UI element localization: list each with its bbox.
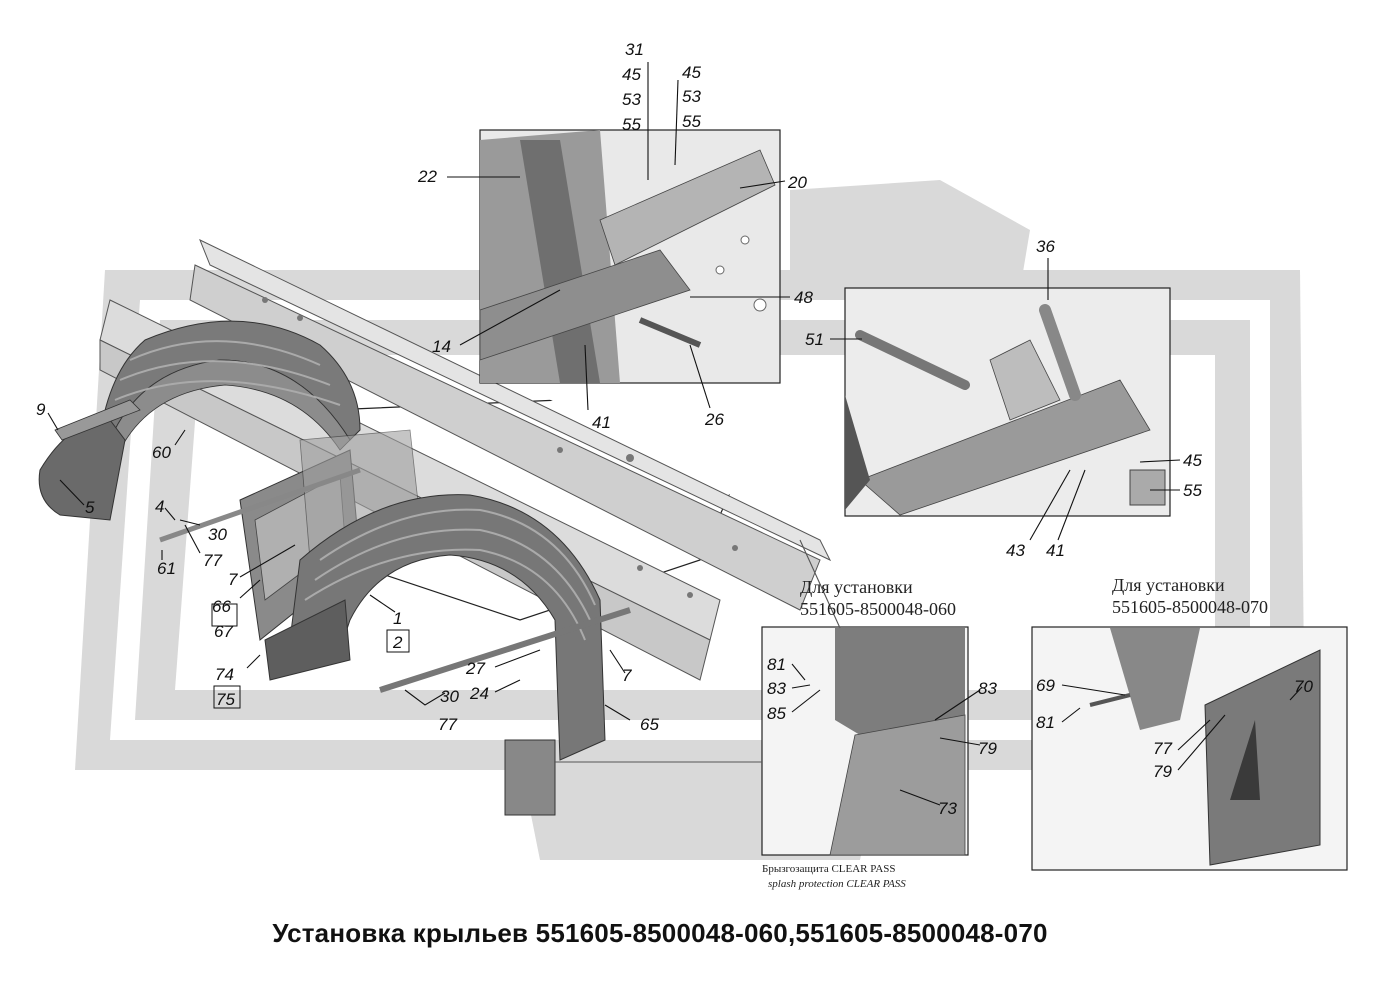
label-69: 69: [1036, 676, 1055, 695]
label-41: 41: [1046, 541, 1065, 560]
label-26: 26: [704, 410, 724, 429]
splash-caption-en: splash protection CLEAR PASS: [768, 878, 906, 890]
label-79: 79: [978, 739, 997, 758]
label-24: 24: [469, 684, 489, 703]
label-67: 67: [214, 622, 233, 641]
label-77: 77: [438, 715, 457, 734]
label-45: 45: [1183, 451, 1202, 470]
inset-left-header: Для установки: [800, 577, 913, 597]
label-79: 79: [1153, 762, 1172, 781]
label-5: 5: [85, 498, 95, 517]
inset-right-code: 551605-8500048-070: [1112, 597, 1268, 617]
label-22: 22: [417, 167, 437, 186]
label-81: 81: [1036, 713, 1055, 732]
label-48: 48: [794, 288, 813, 307]
detail-inset-a: [479, 129, 781, 384]
label-53: 53: [622, 90, 641, 109]
inset-left-code: 551605-8500048-060: [800, 599, 956, 619]
label-36: 36: [1036, 237, 1055, 256]
label-77: 77: [1153, 739, 1172, 758]
page-title: Установка крыльев 551605-8500048-060,551…: [272, 918, 1048, 948]
label-31: 31: [625, 40, 644, 59]
rear-fender: [159, 467, 631, 816]
label-81: 81: [767, 655, 786, 674]
detail-inset-b: [844, 287, 1171, 517]
label-2: 2: [392, 633, 403, 652]
label-9: 9: [36, 400, 46, 419]
label-51: 51: [805, 330, 824, 349]
label-75: 75: [216, 690, 235, 709]
label-1: 1: [393, 609, 402, 628]
label-55: 55: [1183, 481, 1202, 500]
label-boxes: [211, 603, 410, 709]
label-60: 60: [152, 443, 171, 462]
label-30: 30: [440, 687, 459, 706]
label-45: 45: [622, 65, 641, 84]
inset-right-header: Для установки: [1112, 575, 1225, 595]
label-27: 27: [465, 659, 485, 678]
label-85: 85: [767, 704, 786, 723]
detail-inset-d: [1031, 626, 1348, 871]
detail-inset-c: [761, 626, 969, 856]
label-83: 83: [767, 679, 786, 698]
callout-labels: 31 45 53 55 45 53 55 22 20 48 14 41 26 3…: [36, 40, 1313, 818]
label-70: 70: [1294, 677, 1313, 696]
label-55: 55: [622, 115, 641, 134]
splash-caption-ru: Брызгозащита CLEAR PASS: [762, 863, 896, 875]
label-41: 41: [592, 413, 611, 432]
label-55: 55: [682, 112, 701, 131]
label-83: 83: [978, 679, 997, 698]
label-74: 74: [215, 665, 234, 684]
label-4: 4: [155, 497, 164, 516]
label-65: 65: [640, 715, 659, 734]
label-53: 53: [682, 87, 701, 106]
label-77: 77: [203, 551, 222, 570]
leader-lines: [47, 62, 1303, 806]
label-14: 14: [432, 337, 451, 356]
label-61: 61: [157, 559, 176, 578]
label-30: 30: [208, 525, 227, 544]
inset-notes: Для установки 551605-8500048-060 Для уст…: [762, 575, 1268, 890]
label-73: 73: [938, 799, 957, 818]
label-66: 66: [212, 597, 231, 616]
label-20: 20: [787, 173, 807, 192]
label-7: 7: [622, 666, 632, 685]
label-45: 45: [682, 63, 701, 82]
front-fender: [38, 320, 361, 521]
label-43: 43: [1006, 541, 1025, 560]
label-7: 7: [228, 570, 238, 589]
